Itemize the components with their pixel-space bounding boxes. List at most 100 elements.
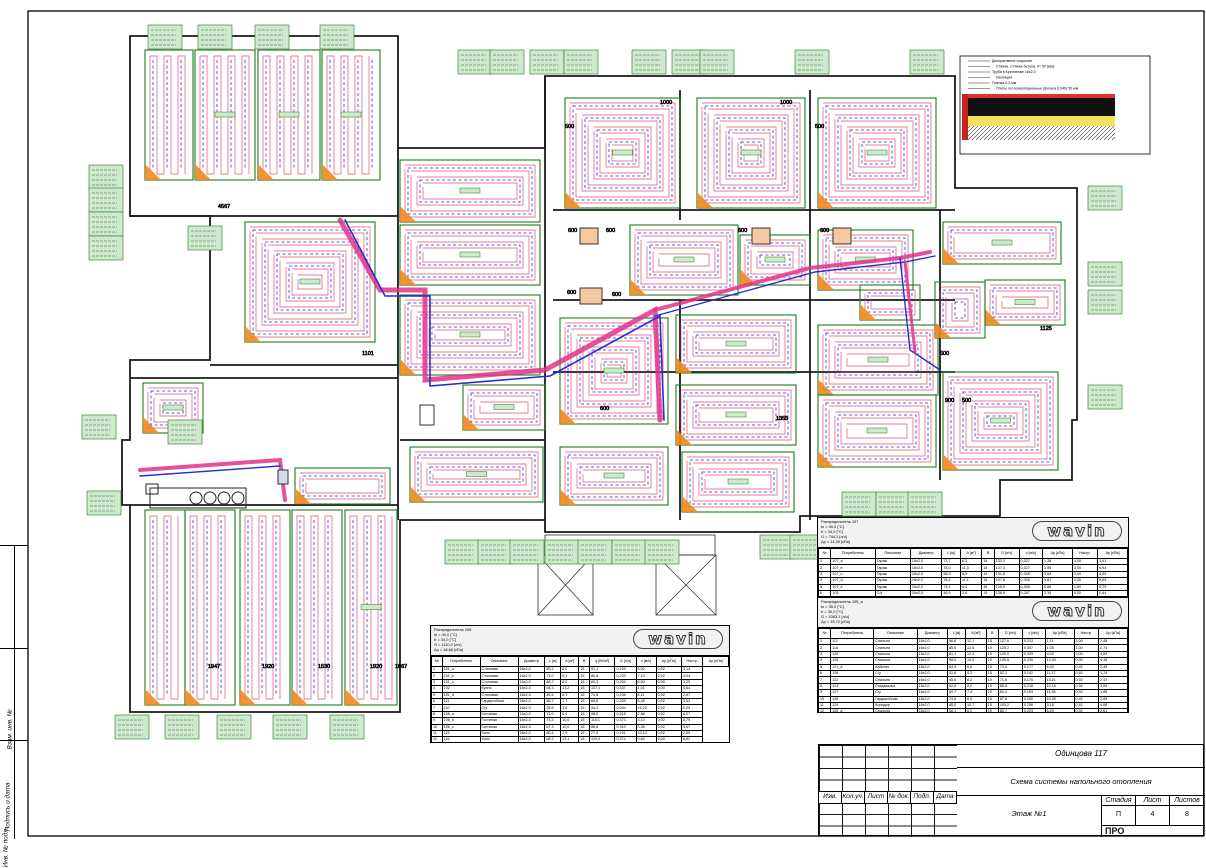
boiler-equipment bbox=[145, 483, 247, 509]
manifold-boxes bbox=[277, 227, 852, 485]
corner-marker bbox=[818, 192, 834, 208]
heated-zone bbox=[291, 509, 343, 706]
corner-marker bbox=[818, 274, 834, 290]
table-cell: 105_a bbox=[830, 708, 875, 712]
column-header: Описание bbox=[479, 656, 519, 667]
column-header: v [м/с] bbox=[1021, 628, 1046, 639]
column-header: № bbox=[818, 628, 832, 639]
zone-info-labels bbox=[81, 24, 1123, 740]
table-cell: 12 bbox=[818, 708, 832, 712]
zone-info-label bbox=[167, 419, 203, 445]
column-header: Δp [кПа] bbox=[1097, 548, 1128, 559]
table-cell: 48,5 bbox=[941, 589, 961, 596]
project-name: Одинцова 117 bbox=[1055, 749, 1107, 758]
column-header: № bbox=[431, 656, 443, 667]
table-cell: 15 bbox=[985, 708, 999, 712]
sheets-header: Листов bbox=[1174, 797, 1200, 804]
manifold-header-line: tп = 40,0 [°C] bbox=[821, 524, 844, 529]
manifold-header-line: G = 1083,1 [л/ч] bbox=[821, 614, 849, 619]
zone-info-label bbox=[81, 414, 117, 440]
corner-marker bbox=[935, 322, 951, 338]
column-header: B bbox=[578, 656, 590, 667]
zone-info-label bbox=[759, 534, 795, 560]
corner-marker bbox=[565, 192, 581, 208]
zone-info-label bbox=[216, 714, 252, 740]
dimension-value: 600 bbox=[568, 228, 577, 234]
zone-info-label bbox=[88, 187, 124, 213]
column-header: Настр. bbox=[1073, 628, 1100, 639]
corner-marker bbox=[740, 269, 756, 285]
table-cell: 0,374 bbox=[614, 736, 637, 742]
section-legend-item: Стяжка. Стяжка бетона, δ= 50 [мм] bbox=[996, 65, 1054, 69]
manifold-header-line: Δp = 14,39 [кПа] bbox=[821, 539, 850, 544]
column-header: L [м] bbox=[544, 656, 562, 667]
zone-info-label bbox=[272, 714, 308, 740]
zone-info-label bbox=[164, 714, 200, 740]
table-cell: 3,8 bbox=[959, 589, 983, 596]
column-header: Потребитель bbox=[441, 656, 481, 667]
dimension-value: 600 bbox=[738, 228, 747, 234]
column-header: Диаметр bbox=[909, 548, 943, 559]
zone-info-label bbox=[1087, 384, 1123, 410]
table-cell: 120,0 bbox=[588, 736, 616, 742]
heated-zone bbox=[629, 224, 739, 296]
heated-zone bbox=[984, 279, 1066, 326]
zone-info-label bbox=[841, 491, 877, 517]
column-header: Потребитель bbox=[830, 548, 876, 559]
dimension-value: 1867 bbox=[395, 664, 407, 670]
corner-marker bbox=[400, 359, 416, 375]
zone-info-label bbox=[907, 491, 943, 517]
corner-marker bbox=[860, 304, 876, 320]
zone-info-label bbox=[114, 714, 150, 740]
zone-info-label bbox=[1087, 289, 1123, 315]
table-cell: 0,00 bbox=[655, 736, 682, 742]
zone-info-label bbox=[86, 490, 122, 516]
column-header: Описание bbox=[874, 548, 911, 559]
zone-info-label bbox=[699, 49, 735, 75]
column-header: Диаметр bbox=[916, 628, 948, 639]
dimension-value: 1947 bbox=[208, 664, 220, 670]
heated-zone bbox=[321, 49, 381, 181]
zone-info-label bbox=[88, 235, 124, 261]
zone-info-label bbox=[577, 539, 613, 565]
zone-info-label bbox=[88, 164, 124, 190]
manifold-header-line: G = 1110,0 [л/ч] bbox=[434, 642, 462, 647]
dimension-value: 1000 bbox=[780, 100, 792, 106]
column-header: Δp [кПа] bbox=[1042, 548, 1073, 559]
heated-zone bbox=[559, 446, 669, 506]
table-cell: 15 bbox=[981, 589, 995, 596]
table-cell: 116 bbox=[441, 736, 481, 742]
dimension-value: 600 bbox=[612, 292, 621, 298]
zone-info-label bbox=[611, 539, 647, 565]
heated-zone bbox=[564, 97, 681, 209]
zone-info-label bbox=[329, 714, 365, 740]
table-cell: 0,64 bbox=[635, 736, 657, 742]
heated-zone bbox=[675, 314, 797, 374]
table-cell: 68,2 bbox=[544, 736, 562, 742]
heated-zone bbox=[294, 467, 391, 505]
table-cell: 16x2,0 bbox=[517, 736, 546, 742]
corner-marker bbox=[560, 489, 576, 505]
corner-marker bbox=[400, 206, 416, 222]
column-header: G [л/ч] bbox=[997, 628, 1023, 639]
dimension-value: 900 bbox=[945, 398, 954, 404]
dimension-value: 1125 bbox=[1040, 326, 1052, 332]
corner-marker bbox=[410, 486, 426, 502]
manifold-header-line: tп = 40,0 [°C] bbox=[434, 632, 457, 637]
zone-info-label bbox=[489, 49, 525, 75]
column-header: B bbox=[985, 628, 999, 639]
manifold-header-line: G = 744,1 [л/ч] bbox=[821, 534, 847, 539]
section-legend-item: Плиты теплоизоляционные (фольга 0,040) 5… bbox=[996, 87, 1079, 91]
table-cell: 0,223 bbox=[1021, 708, 1046, 712]
heated-zone bbox=[399, 159, 541, 223]
corner-marker bbox=[400, 269, 416, 285]
